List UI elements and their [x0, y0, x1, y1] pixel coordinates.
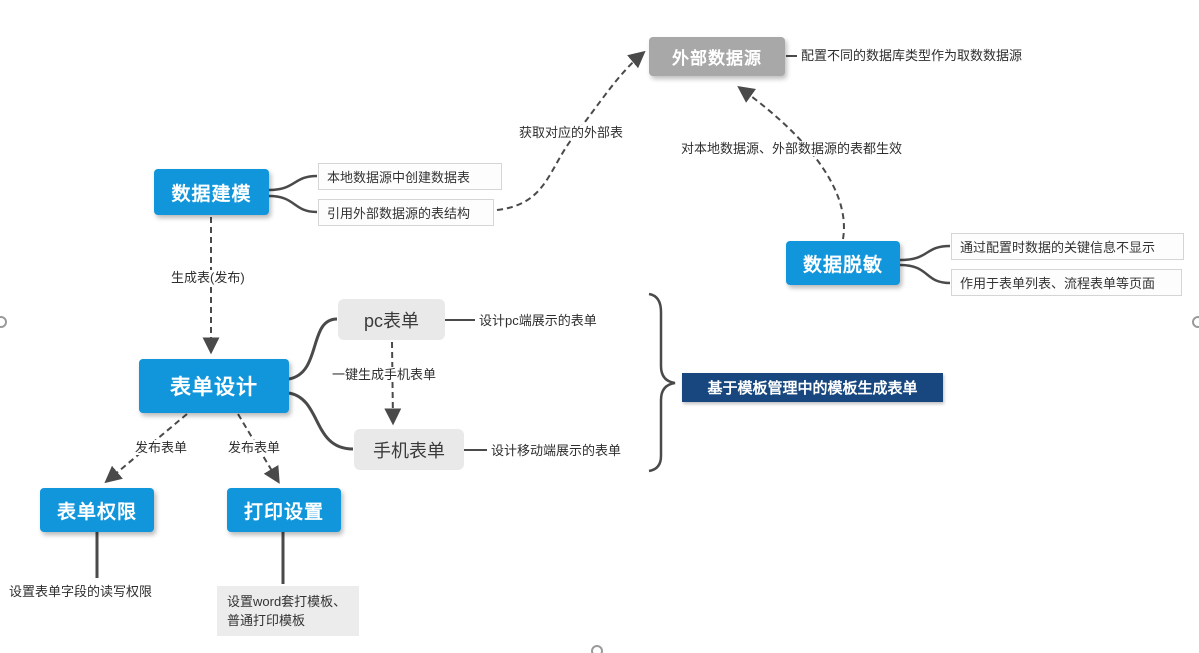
note-masking-1[interactable]: 通过配置时数据的关键信息不显示 — [951, 233, 1184, 260]
arrow-pc-to-mobile — [384, 341, 402, 426]
canvas-stub-bottom — [591, 645, 603, 653]
canvas-stub-right — [1192, 316, 1199, 328]
note-ref-external[interactable]: 引用外部数据源的表结构 — [318, 199, 494, 226]
edge-label-get-external: 获取对应的外部表 — [516, 124, 627, 141]
edge-label-publish-2: 发布表单 — [225, 439, 284, 456]
edge-label-publish-1: 发布表单 — [132, 439, 191, 456]
link-design-mobile — [288, 391, 354, 451]
note-template-generate[interactable]: 基于模板管理中的模板生成表单 — [682, 373, 943, 402]
edge-label-publish-2-text: 发布表单 — [225, 440, 284, 455]
edge-label-masking-scope-text: 对本地数据源、外部数据源的表都生效 — [678, 141, 906, 156]
edge-label-masking-scope: 对本地数据源、外部数据源的表都生效 — [678, 140, 906, 157]
edge-label-generate-table-text: 生成表(发布) — [168, 270, 248, 285]
arrow-design-to-print — [237, 413, 280, 484]
arrow-masking-to-external — [737, 86, 845, 240]
edge-label-publish-1-text: 发布表单 — [132, 440, 191, 455]
note-print[interactable]: 设置word套打模板、普通打印模板 — [217, 586, 359, 636]
edge-label-one-key-mobile: 一键生成手机表单 — [329, 366, 440, 383]
canvas-stub-left — [0, 316, 7, 328]
edge-label-one-key-mobile-text: 一键生成手机表单 — [329, 367, 440, 382]
note-mobile-form[interactable]: 设计移动端展示的表单 — [491, 443, 622, 458]
node-data-modeling[interactable]: 数据建模 — [154, 169, 269, 215]
node-external-datasource[interactable]: 外部数据源 — [649, 37, 785, 76]
link-modeling-local — [268, 174, 318, 192]
link-design-pc — [288, 317, 338, 381]
node-pc-form[interactable]: pc表单 — [338, 299, 445, 340]
edge-label-get-external-text: 获取对应的外部表 — [516, 125, 627, 140]
link-masking-note1 — [899, 244, 951, 262]
node-data-masking[interactable]: 数据脱敏 — [786, 241, 900, 285]
brace-group-forms — [648, 292, 676, 473]
node-form-design[interactable]: 表单设计 — [139, 359, 289, 413]
note-pc-form[interactable]: 设计pc端展示的表单 — [479, 313, 597, 328]
note-local-table[interactable]: 本地数据源中创建数据表 — [318, 163, 502, 190]
node-form-permission[interactable]: 表单权限 — [40, 488, 154, 532]
link-modeling-ref — [268, 194, 318, 214]
node-print-setting[interactable]: 打印设置 — [227, 488, 341, 532]
edge-label-generate-table: 生成表(发布) — [168, 269, 248, 286]
note-permission[interactable]: 设置表单字段的读写权限 — [9, 584, 153, 599]
note-masking-2[interactable]: 作用于表单列表、流程表单等页面 — [951, 269, 1182, 296]
link-masking-note2 — [899, 263, 951, 285]
note-external-datasource[interactable]: 配置不同的数据库类型作为取数数据源 — [801, 48, 1023, 63]
node-mobile-form[interactable]: 手机表单 — [354, 429, 464, 470]
